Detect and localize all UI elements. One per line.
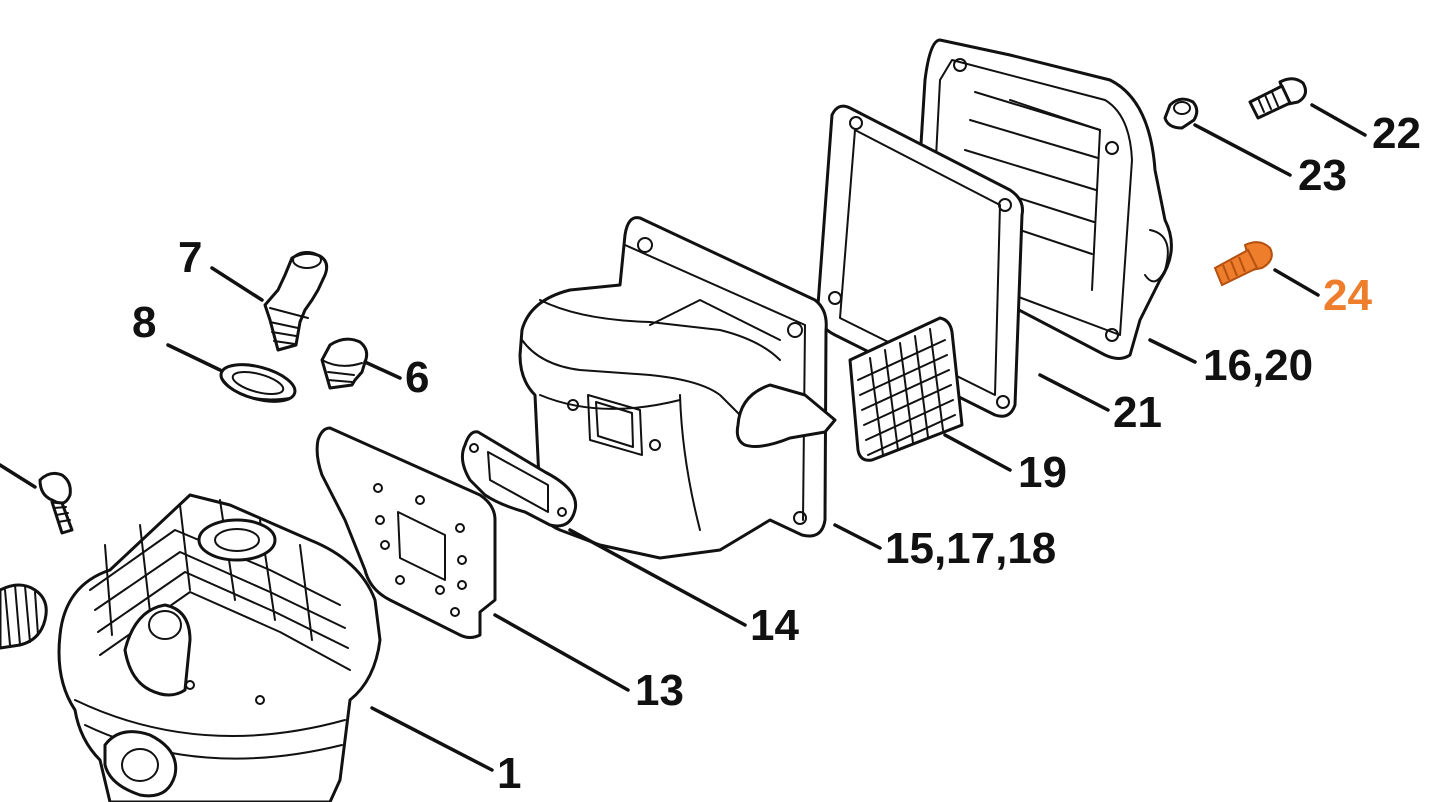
callout-16-20: 16,20: [1203, 341, 1313, 390]
leader-line-15-17-18: [833, 523, 882, 550]
leader-line-1: [370, 706, 494, 772]
callout-1: 1: [497, 749, 521, 798]
collar-screw-icon: [1163, 97, 1199, 130]
leader-line-left: [0, 463, 37, 489]
washer-ring-icon: [219, 363, 297, 403]
callout-13: 13: [635, 666, 684, 715]
screw-icon: [1248, 77, 1308, 120]
callout-6: 6: [405, 353, 429, 402]
plug-screw-icon: [320, 337, 369, 390]
leader-line-8: [166, 343, 222, 372]
callout-15-17-18: 15,17,18: [885, 524, 1056, 573]
cover-gasket-icon: [816, 104, 1024, 418]
base-plate-icon: [315, 426, 497, 639]
screw-icon: [38, 471, 74, 535]
leader-line-16-20: [1148, 338, 1197, 364]
callout-24: 24: [1323, 271, 1372, 320]
callout-21: 21: [1113, 388, 1162, 437]
spark-arresting-screen-icon: [848, 316, 964, 462]
leader-line-7: [210, 266, 264, 302]
leader-line-23: [1193, 123, 1292, 177]
callout-19: 19: [1018, 448, 1067, 497]
callout-14: 14: [750, 601, 799, 650]
leader-line-19: [943, 433, 1012, 472]
muffler-gasket-icon: [460, 430, 578, 528]
callout-7: 7: [178, 233, 202, 282]
callout-8: 8: [132, 298, 156, 347]
decompression-valve-icon: [263, 251, 329, 352]
callout-labels: 22 23 24 16,20 21 19 15,17,18 14 13 1 7 …: [132, 109, 1421, 798]
leader-lines: [0, 103, 1367, 772]
leader-line-13: [493, 613, 630, 692]
spring-icon: [0, 583, 48, 650]
callout-23: 23: [1298, 151, 1347, 200]
cylinder-icon: [57, 493, 382, 802]
leader-line-6: [363, 360, 402, 380]
leader-line-24: [1273, 268, 1320, 297]
leader-line-14: [568, 528, 747, 627]
muffler-body-icon: [518, 216, 837, 560]
highlighted-screw-icon: [1213, 241, 1273, 287]
leader-line-22: [1310, 103, 1367, 137]
callout-22: 22: [1372, 109, 1421, 158]
leader-line-21: [1038, 373, 1110, 412]
